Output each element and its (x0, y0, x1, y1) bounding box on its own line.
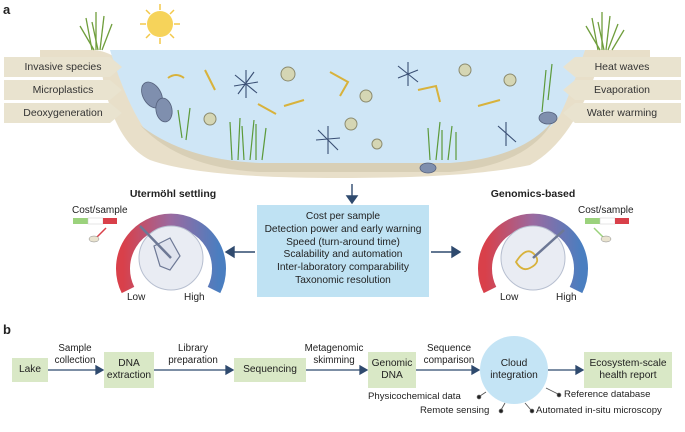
diatom-icon (233, 62, 517, 154)
criterion-detection: Detection power and early warning (264, 223, 422, 235)
gauge-low-left: Low (127, 292, 146, 303)
criterion-scalability: Scalability and automation (283, 249, 403, 261)
lake-water (110, 50, 585, 165)
gauge-low-right: Low (500, 292, 519, 303)
input-insitu-microscopy: Automated in-situ microscopy (536, 405, 662, 416)
cost-label-right: Cost/sample (578, 205, 634, 216)
criterion-cost: Cost per sample (305, 211, 381, 222)
gauge-high-left: High (184, 292, 205, 303)
transition-sample-collection: Sample collection (54, 343, 96, 366)
transition-metagenomic-skimming: Metagenomic skimming (304, 343, 364, 366)
stressor-invasive-species: Invasive species (24, 61, 102, 73)
criterion-comparability: Inter-laboratory comparability (277, 262, 409, 274)
plankton-icon (203, 63, 517, 150)
gauge-utermohl (116, 213, 226, 294)
criteria-box: Cost per sample Detection power and earl… (257, 205, 429, 297)
input-physicochemical: Physicochemical data (368, 391, 461, 402)
step-dna-extraction: DNA extraction (104, 352, 154, 388)
step-sequencing: Sequencing (234, 358, 306, 382)
stressor-microplastics: Microplastics (32, 84, 94, 96)
cost-label-left: Cost/sample (72, 205, 128, 216)
step-health-report: Ecosystem-scale health report (584, 352, 672, 388)
cost-bar-left (73, 217, 117, 243)
criterion-resolution: Taxonomic resolution (295, 274, 391, 286)
stressor-evaporation: Evaporation (593, 84, 651, 96)
stressor-heat-waves: Heat waves (594, 61, 650, 73)
transition-sequence-comparison: Sequence comparison (423, 343, 475, 366)
panel-b-label: b (3, 322, 11, 337)
cloud-integration-circle (480, 336, 548, 404)
panel-a-label: a (3, 2, 11, 17)
cost-bar-right (585, 217, 629, 243)
input-reference-database: Reference database (564, 389, 651, 400)
step-cloud-integration: Cloud integration (490, 358, 538, 381)
stressor-water-warming: Water warming (586, 107, 658, 119)
step-genomic-dna: Genomic DNA (368, 352, 416, 388)
gauge-genomics (478, 213, 588, 294)
sun-icon (140, 4, 180, 44)
step-lake: Lake (12, 358, 48, 382)
gauge-high-right: High (556, 292, 577, 303)
grass-right-icon (585, 12, 625, 51)
gauge-title-genomics: Genomics-based (490, 188, 576, 200)
aquatic-plants-icon (177, 63, 553, 161)
algae-icon (167, 69, 501, 115)
grass-left-icon (79, 12, 113, 51)
mussel-icon (141, 81, 558, 174)
gauge-title-utermohl: Utermöhl settling (129, 188, 217, 200)
transition-library-preparation: Library preparation (168, 343, 218, 366)
input-remote-sensing: Remote sensing (420, 405, 490, 416)
criterion-speed: Speed (turn-around time) (286, 236, 400, 248)
stressor-deoxygeneration: Deoxygeneration (23, 107, 103, 119)
